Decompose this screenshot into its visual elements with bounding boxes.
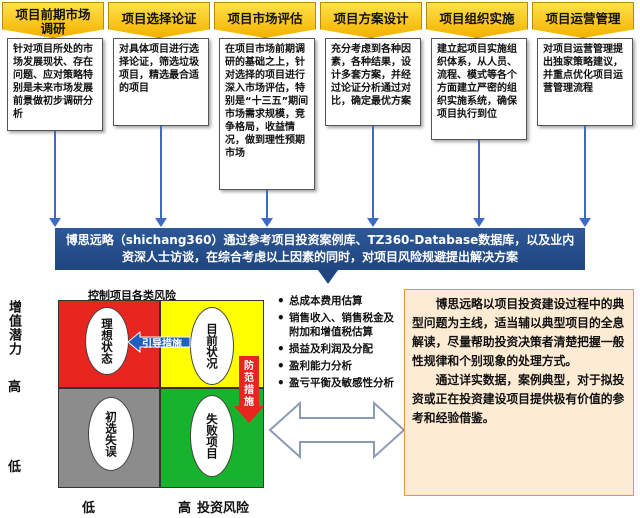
bullet-item: 盈亏平衡及敏感性分析 <box>277 376 395 390</box>
x-axis-low: 低 <box>82 501 96 516</box>
phase-5-title: 项目组织实施 <box>439 11 515 26</box>
connector-arrow-1 <box>49 218 61 227</box>
ideal-state-label: 理想状态 <box>100 318 114 364</box>
bullet-item: 销售收入、销售税金及附加和增值税估算 <box>277 311 395 339</box>
connector-line-6 <box>584 126 586 219</box>
connector-line-3 <box>266 190 268 219</box>
phase-3-text: 在项目市场前期调研的基础之上，针对选择的项目进行深入市场评估，特别是“十三五”期… <box>225 44 309 159</box>
guide-arrow-icon <box>128 331 191 353</box>
analysis-bullet-list: 总成本费用估算 销售收入、销售税金及附加和增值税估算 损益及利润及分配 盈利能力… <box>277 294 395 393</box>
y-axis-low: 低 <box>8 460 22 475</box>
matrix-title: 控制项目各类风险 <box>88 289 176 302</box>
phase-4-text: 充分考虑到各种因素，各种结果，设计多套方案，并经过论证分析通过对比，确定最优方案 <box>331 44 411 107</box>
initial-error-label: 初选失误 <box>104 411 118 457</box>
phase-1-header: 项目前期市场调研 <box>2 2 104 38</box>
summary-textbox: 博思远略以项目投资建设过程中的典型问题为主线，适当辅以典型项目的全息解读，尽量帮… <box>404 289 634 496</box>
y-axis-label: 增值潜力 <box>6 300 21 356</box>
phase-1-text: 针对项目所处的市场发展现状、存在问题、应对策略特别是未来市场发展前景做初步调研分… <box>13 44 93 120</box>
ideal-state-ellipse: 理想状态 <box>85 307 129 375</box>
initial-error-ellipse: 初选失误 <box>88 397 134 471</box>
phase-5-description: 建立起项目实施组织体系，从人员、流程、模式等各个方面建立严密的组织实施系统，确保… <box>431 38 527 140</box>
banner-line-2: 资深人士访谈，在综合考虑以上因素的同时，对项目风险规避提出解决方案 <box>121 250 518 264</box>
connector-arrow-5 <box>473 218 485 227</box>
phase-2-header: 项目选择论证 <box>108 2 210 38</box>
phase-6-header: 项目运营管理 <box>532 2 634 38</box>
phase-1-title: 项目前期市场调研 <box>15 7 91 36</box>
failed-project-label: 失败项目 <box>205 413 219 459</box>
bullet-item: 损益及利润及分配 <box>277 342 395 356</box>
phase-6-description: 对项目运营管理提出独家策略建议，并重点优化项目运营管理流程 <box>537 38 633 126</box>
connector-arrow-6 <box>579 218 591 227</box>
connector-arrow-2 <box>155 218 167 227</box>
y-axis-high: 高 <box>8 380 22 395</box>
prevent-arrow-icon <box>234 356 264 423</box>
phase-4-description: 充分考虑到各种因素，各种结果，设计多套方案，并经过论证分析通过对比，确定最优方案 <box>325 38 421 126</box>
prevent-arrow-label: 防范措施 <box>244 361 254 408</box>
current-state-ellipse: 目前状况 <box>190 307 234 385</box>
guide-arrow-label: 引导措施 <box>142 339 182 350</box>
current-state-label: 目前状况 <box>205 323 219 369</box>
summary-paragraph-1: 博思远略以项目投资建设过程中的典型问题为主线，适当辅以典型项目的全息解读，尽量帮… <box>412 297 625 368</box>
phase-4-title: 项目方案设计 <box>333 11 409 26</box>
x-axis-high: 高 <box>178 501 192 516</box>
connector-arrow-3 <box>261 218 273 227</box>
connector-line-1 <box>54 131 56 219</box>
connector-line-2 <box>160 126 162 219</box>
phase-3-title: 项目市场评估 <box>227 11 303 26</box>
phase-3-description: 在项目市场前期调研的基础之上，针对选择的项目进行深入市场评估，特别是“十三五”期… <box>219 38 315 190</box>
phase-1-description: 针对项目所处的市场发展现状、存在问题、应对策略特别是未来市场发展前景做初步调研分… <box>7 38 103 131</box>
phase-2-text: 对具体项目进行选择论证，筛选垃圾项目，精选最合适的项目 <box>119 44 199 94</box>
banner-down-arrow <box>318 270 338 284</box>
phase-2-description: 对具体项目进行选择论证，筛选垃圾项目，精选最合适的项目 <box>113 38 209 126</box>
bullet-item: 盈利能力分析 <box>277 359 395 373</box>
connector-line-5 <box>478 140 480 219</box>
summary-paragraph-2: 通过详实数据，案例典型，对于拟投资或正在投资建设项目提供极有价值的参考和经验借鉴… <box>412 373 625 425</box>
phase-5-text: 建立起项目实施组织体系，从人员、流程、模式等各个方面建立严密的组织实施系统，确保… <box>437 44 517 120</box>
double-arrow-icon <box>268 400 406 460</box>
phase-6-text: 对项目运营管理提出独家策略建议，并重点优化项目运营管理流程 <box>543 44 623 94</box>
failed-project-ellipse: 失败项目 <box>190 395 234 477</box>
phase-3-header: 项目市场评估 <box>214 2 316 38</box>
bullet-item: 总成本费用估算 <box>277 294 395 308</box>
phase-6-title: 项目运营管理 <box>545 11 621 26</box>
phase-2-title: 项目选择论证 <box>121 11 197 26</box>
connector-arrow-4 <box>367 218 379 227</box>
connector-line-4 <box>372 126 374 219</box>
phase-4-header: 项目方案设计 <box>320 2 422 38</box>
phase-5-header: 项目组织实施 <box>426 2 528 38</box>
x-axis-label: 投资风险 <box>197 501 250 516</box>
banner-line-1: 博思远略（shichang360）通过参考项目投资案例库、TZ360-Datab… <box>65 233 575 247</box>
solution-banner: 博思远略（shichang360）通过参考项目投资案例库、TZ360-Datab… <box>55 228 585 270</box>
